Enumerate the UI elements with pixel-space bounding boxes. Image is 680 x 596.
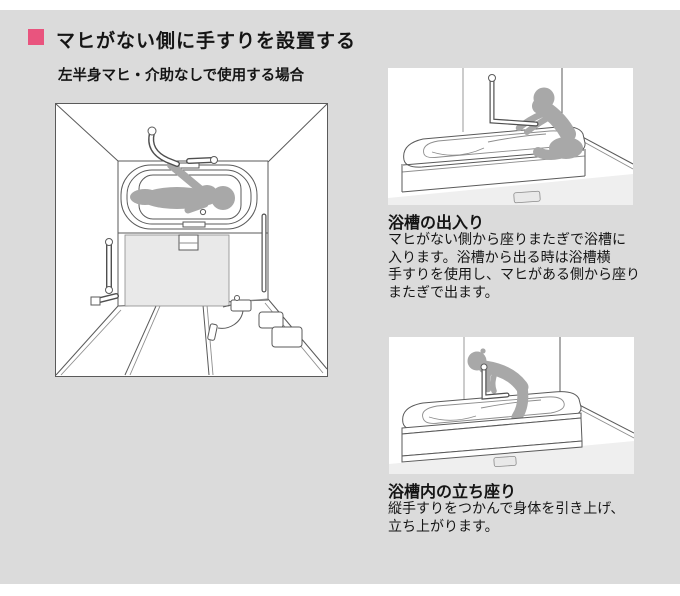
section-body-bath-standing: 縦手すりをつかんで身体を引き上げ、 立ち上がります。 xyxy=(388,501,625,535)
page-subtitle: 左半身マヒ・介助なしで使用する場合 xyxy=(58,68,305,84)
bath-entry-illustration xyxy=(388,68,633,205)
pink-square-bullet-icon xyxy=(28,29,44,45)
person-silhouette-entering xyxy=(515,87,583,160)
grab-bar-horizontal-icon xyxy=(186,156,218,164)
bath-standing-svg xyxy=(389,337,634,474)
section-heading-bath-standing: 浴槽内の立ち座り xyxy=(388,482,517,501)
bathtub-apron xyxy=(118,232,269,307)
floor-lines xyxy=(124,304,214,376)
floor xyxy=(388,174,633,205)
person-silhouette-lying xyxy=(130,161,235,214)
step-stools xyxy=(258,311,303,348)
page-title: マヒがない側に手すりを設置する xyxy=(56,30,357,52)
bath-standing-illustration xyxy=(389,337,634,474)
grab-bar-l-shape-icon xyxy=(488,74,539,127)
grab-bar-curved-icon xyxy=(147,126,180,167)
section-body-bath-entry: マヒがない側から座りまたぎで浴槽に 入ります。浴槽から出る時は浴槽横 手すりを使… xyxy=(388,232,640,301)
bath-entry-svg xyxy=(388,68,633,205)
bathroom-plan-illustration xyxy=(55,103,328,377)
bathtub-apron xyxy=(401,412,583,468)
drain-hatch xyxy=(493,455,517,468)
bathroom-plan-svg xyxy=(55,103,328,377)
section-heading-bath-entry: 浴槽の出入り xyxy=(388,213,485,232)
drain-hatch xyxy=(513,190,541,204)
grab-bar-vertical-left-icon xyxy=(105,238,113,294)
grab-bar-short-icon xyxy=(90,293,119,306)
shower-faucet xyxy=(207,295,252,341)
grab-bar-vertical-icon xyxy=(480,363,510,400)
